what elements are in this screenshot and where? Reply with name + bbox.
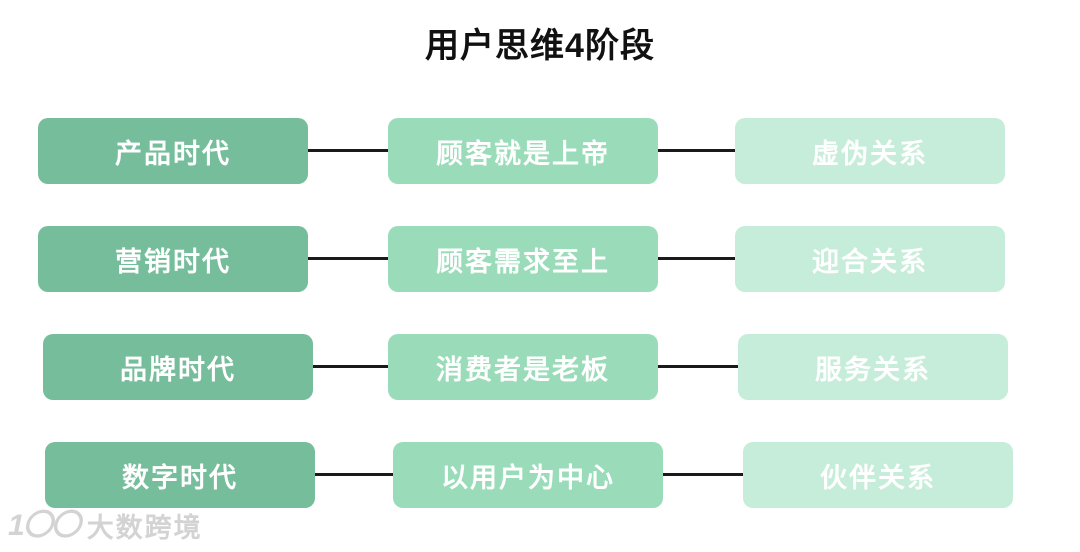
relationship-box: 服务关系 (738, 334, 1008, 400)
relationship-box: 虚伪关系 (735, 118, 1005, 184)
principle-box: 顾客需求至上 (388, 226, 658, 292)
principle-box: 以用户为中心 (393, 442, 663, 508)
stage-box: 品牌时代 (43, 334, 313, 400)
connector-line (650, 257, 746, 260)
watermark-text: 大数跨境 (86, 513, 203, 543)
connector-line (650, 149, 746, 152)
connector-line (300, 149, 396, 152)
connector-line (300, 365, 396, 368)
principle-box: 消费者是老板 (388, 334, 658, 400)
row-product-era: 产品时代 顾客就是上帝 虚伪关系 (0, 118, 1080, 184)
stage-box: 产品时代 (38, 118, 308, 184)
principle-box: 顾客就是上帝 (388, 118, 658, 184)
watermark: 1〇〇 大数跨境 (8, 506, 203, 545)
row-brand-era: 品牌时代 消费者是老板 服务关系 (0, 334, 1080, 400)
connector-line (300, 257, 396, 260)
row-digital-era: 数字时代 以用户为中心 伙伴关系 (0, 442, 1080, 508)
watermark-logo-icon: 1〇〇 (8, 508, 81, 542)
page-title: 用户思维4阶段 (425, 27, 655, 65)
connector-line (650, 365, 746, 368)
stage-box: 营销时代 (38, 226, 308, 292)
connector-line (650, 473, 746, 476)
row-marketing-era: 营销时代 顾客需求至上 迎合关系 (0, 226, 1080, 292)
stage-box: 数字时代 (45, 442, 315, 508)
relationship-box: 迎合关系 (735, 226, 1005, 292)
connector-line (300, 473, 396, 476)
stage-rows: 产品时代 顾客就是上帝 虚伪关系 营销时代 顾客需求至上 迎合关系 品牌时代 消… (0, 118, 1080, 550)
relationship-box: 伙伴关系 (743, 442, 1013, 508)
